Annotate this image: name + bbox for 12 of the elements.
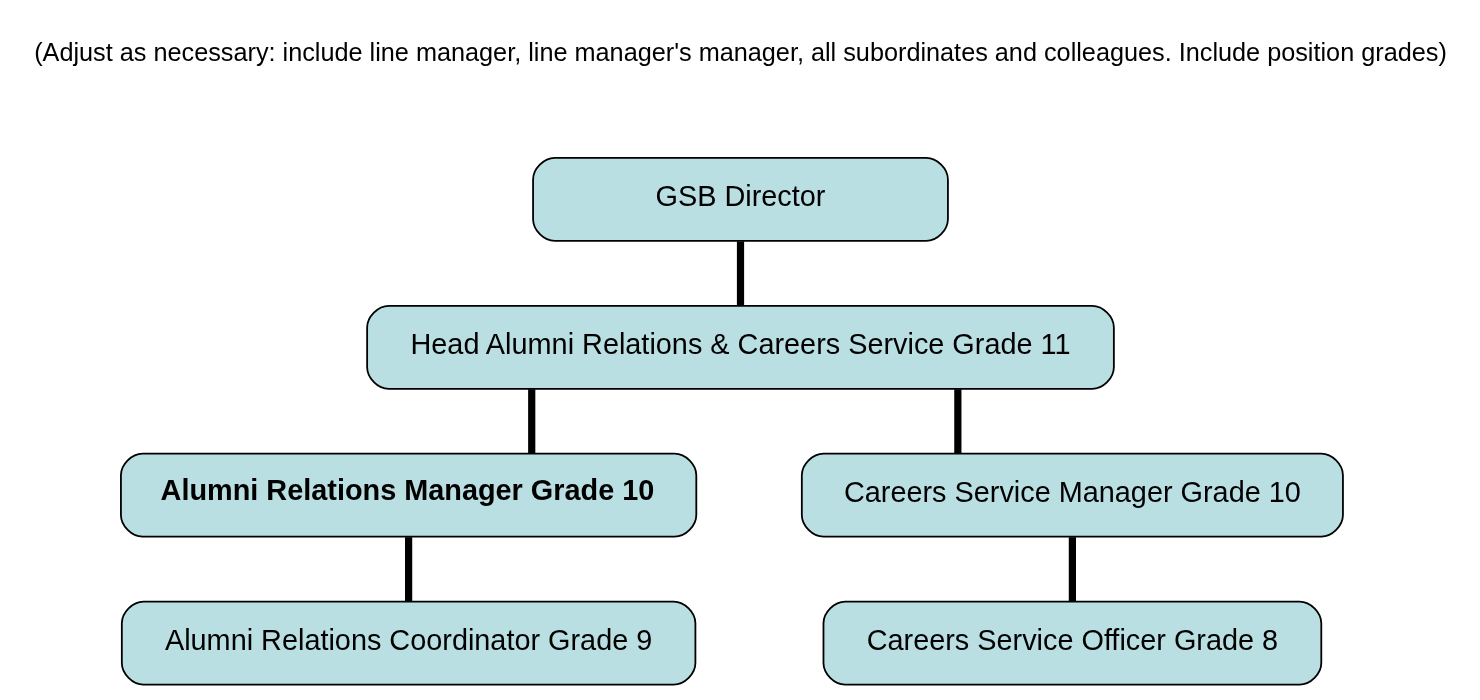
node-box: Head Alumni Relations & Careers Service Grade 11 <box>365 304 1115 390</box>
node-box: Alumni Relations Manager Grade 10 <box>119 452 697 538</box>
node-box: Careers Service Officer Grade 8 <box>822 600 1322 686</box>
node-box: Careers Service Manager Grade 10 <box>800 452 1344 538</box>
connector <box>736 241 744 306</box>
connector <box>404 537 412 602</box>
node-box: Alumni Relations Coordinator Grade 9 <box>120 600 696 686</box>
connector <box>953 389 961 454</box>
connector <box>527 389 535 454</box>
label: (Adjust as necessary: include line manager, line manager's manager, all subordinates and colleagues. Include position grades) <box>33 37 1447 66</box>
node-box: GSB Director <box>531 157 949 242</box>
connector <box>1068 537 1076 602</box>
